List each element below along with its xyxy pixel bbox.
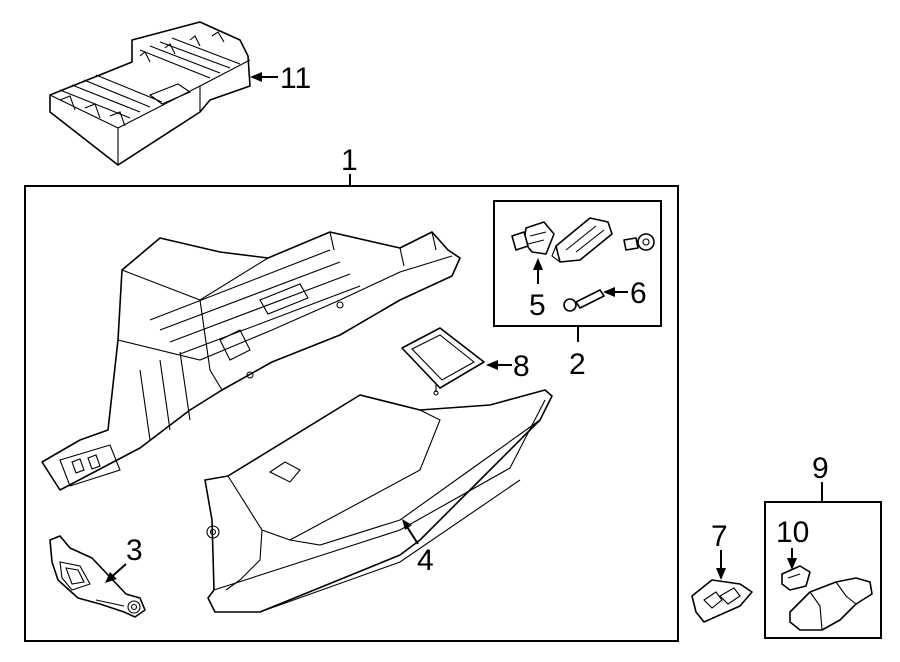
callout-5: 5: [529, 289, 546, 322]
upper-housing: [41, 231, 461, 491]
callout-7: 7: [711, 520, 728, 553]
part-3-latch: [49, 535, 146, 618]
part-8-frame: [401, 327, 485, 396]
part-10-bulb: [781, 565, 811, 591]
part-6-key: [563, 289, 605, 312]
arrowhead-3: [105, 572, 117, 583]
arrowhead-11: [250, 72, 262, 82]
part-5-lock-cylinder: [511, 221, 555, 255]
callout-8: 8: [513, 350, 530, 383]
part-4-glove-box-bin: [204, 389, 553, 613]
arrowhead-10: [787, 558, 797, 570]
callout-11: 11: [280, 62, 311, 95]
arrowhead-4: [402, 519, 412, 530]
callout-4: 4: [417, 544, 434, 577]
part-11-organizer-tray: [49, 21, 251, 166]
lamp-housing: [789, 577, 873, 631]
callout-9: 9: [812, 452, 829, 485]
arrowhead-6: [603, 287, 615, 297]
arrowhead-5: [533, 258, 543, 270]
lock-screw: [623, 233, 655, 251]
arrowhead-7: [716, 568, 726, 580]
arrowhead-8: [486, 360, 498, 370]
callout-10: 10: [776, 516, 809, 549]
callout-3: 3: [126, 534, 143, 567]
assembly-frame-1: [24, 185, 679, 642]
lock-bracket: [551, 217, 613, 263]
callout-2: 2: [569, 348, 586, 381]
lamp-frame-9: [764, 501, 882, 639]
callout-6: 6: [630, 277, 647, 310]
part-7-switch: [691, 579, 753, 623]
callout-1: 1: [341, 144, 358, 177]
